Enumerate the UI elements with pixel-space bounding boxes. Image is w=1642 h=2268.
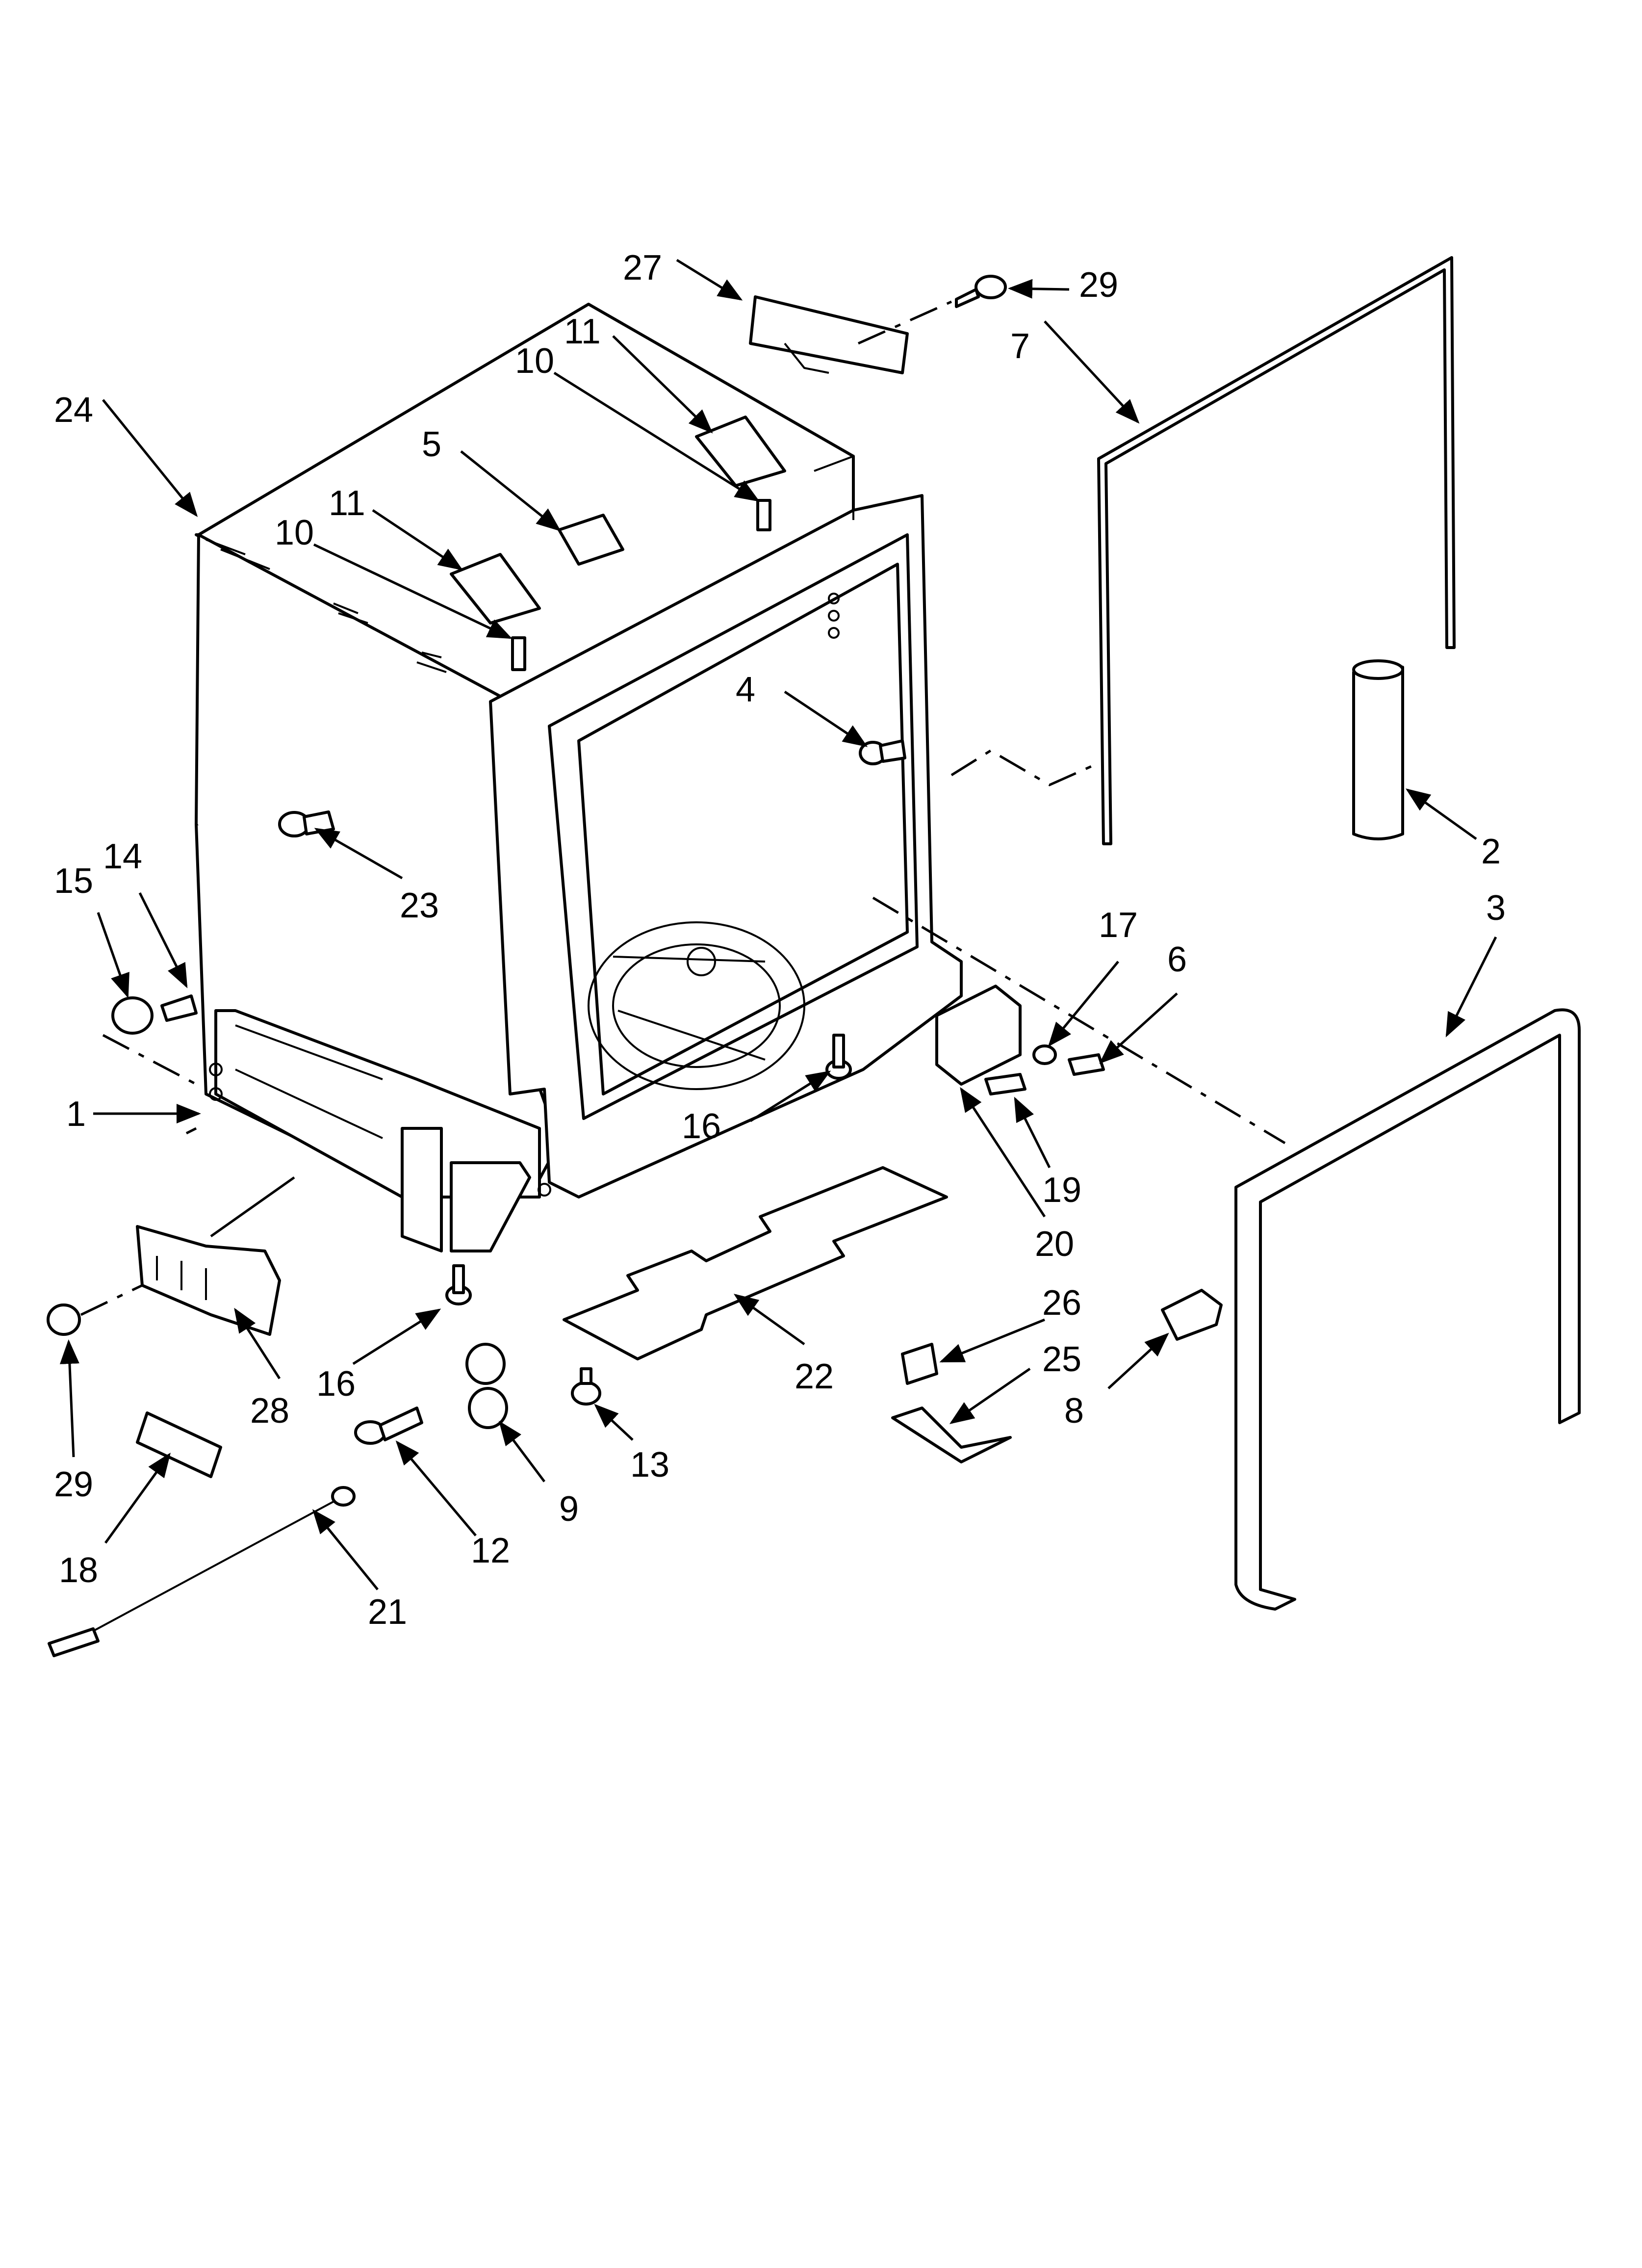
part-6-screw — [1068, 1053, 1105, 1076]
part-15-wheel — [111, 996, 154, 1035]
callout-6: 6 — [1167, 940, 1187, 979]
callout-11-left: 11 — [329, 484, 365, 523]
part-16-leveler-right — [825, 1034, 852, 1080]
part-16-leveler-left — [445, 1264, 472, 1305]
leader-arrows — [59, 259, 1497, 1590]
part-28-bracket — [136, 1225, 281, 1336]
callout-22: 22 — [795, 1357, 834, 1396]
callout-10-right: 10 — [515, 341, 554, 381]
callout-25: 25 — [1042, 1340, 1081, 1379]
callout-3: 3 — [1486, 888, 1506, 928]
callout-7: 7 — [1010, 327, 1030, 366]
callout-23: 23 — [400, 886, 439, 925]
part-4-plug — [859, 739, 906, 765]
part-5-clip — [558, 514, 624, 566]
callout-26: 26 — [1042, 1283, 1081, 1323]
callout-10-left: 10 — [275, 513, 314, 552]
part-29-screw-bottom — [47, 1303, 81, 1336]
part-29-screw-top — [955, 275, 1007, 308]
callout-21: 21 — [368, 1592, 407, 1632]
part-13-grommet — [571, 1367, 601, 1406]
callout-1: 1 — [66, 1095, 86, 1134]
callout-9: 9 — [559, 1489, 579, 1529]
part-26-clip — [901, 1343, 938, 1385]
part-27-bracket — [749, 295, 909, 374]
part-12-screw — [354, 1407, 423, 1445]
part-10-screw-left — [511, 636, 526, 671]
part-3-door-gasket — [1234, 1008, 1581, 1611]
part-11-bracket-left — [450, 553, 541, 625]
part-21-cable — [48, 1486, 356, 1657]
callout-29-bottom: 29 — [54, 1465, 93, 1504]
part-10-screw-right — [756, 499, 771, 531]
callout-29-top: 29 — [1079, 265, 1118, 305]
part-19-screw — [984, 1073, 1026, 1095]
callout-27: 27 — [623, 248, 662, 287]
callout-labels: 24 27 29 7 11 10 5 11 10 4 23 15 14 2 3 … — [54, 248, 1506, 1632]
part-22-base-plate — [563, 1166, 948, 1360]
callout-12: 12 — [471, 1531, 510, 1570]
callout-4: 4 — [736, 670, 755, 709]
part-8-cap — [1161, 1289, 1223, 1341]
callout-11-right: 11 — [564, 312, 601, 351]
part-11-bracket-right — [695, 416, 786, 487]
callout-28: 28 — [250, 1391, 289, 1431]
callout-14: 14 — [103, 837, 142, 876]
part-20-bracket — [935, 985, 1022, 1086]
part-17-washer — [1032, 1044, 1057, 1065]
callout-24: 24 — [54, 391, 93, 430]
callout-2: 2 — [1481, 832, 1501, 871]
part-2-tube-gasket — [1352, 659, 1404, 840]
callout-16-right: 16 — [682, 1107, 721, 1146]
part-14-screw — [160, 994, 198, 1022]
part-7-gasket — [1097, 256, 1456, 845]
tub-assembly — [195, 303, 963, 1252]
callout-20: 20 — [1035, 1225, 1074, 1264]
part-25-bracket — [891, 1407, 1012, 1463]
callout-5: 5 — [422, 425, 441, 464]
callout-17: 17 — [1099, 906, 1138, 945]
callout-13: 13 — [630, 1445, 669, 1485]
callout-18: 18 — [59, 1551, 98, 1590]
part-9-stopper — [465, 1343, 508, 1429]
callout-19: 19 — [1042, 1171, 1081, 1210]
part-18-spring — [136, 1411, 222, 1478]
callout-16-left: 16 — [316, 1364, 356, 1404]
callout-15: 15 — [54, 861, 93, 901]
callout-8: 8 — [1064, 1391, 1084, 1431]
